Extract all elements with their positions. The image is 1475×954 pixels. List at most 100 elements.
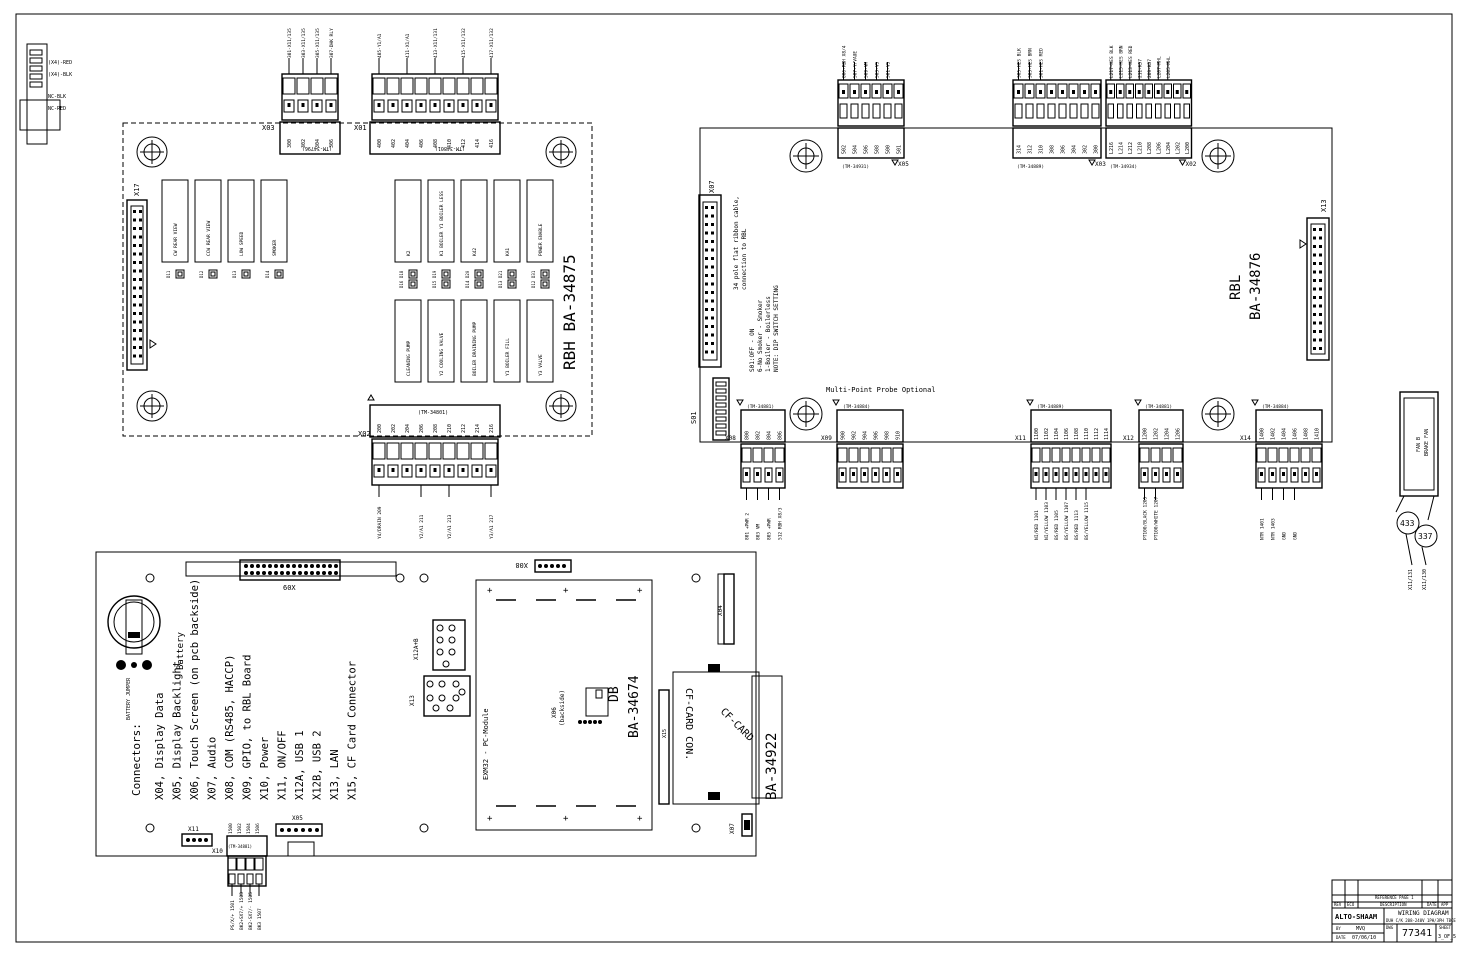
- terminal: [893, 467, 902, 483]
- pin-number: 506: [864, 145, 870, 154]
- pin: [705, 333, 708, 337]
- terminal: [1279, 467, 1288, 483]
- led-label: D12: [531, 280, 536, 288]
- pin: [133, 252, 136, 256]
- tl-wire-1: (X4)-RED: [48, 60, 72, 66]
- terminal-screw: [287, 103, 291, 107]
- pin: [133, 303, 136, 307]
- pin-number: 308: [1050, 145, 1056, 154]
- terminal-screw: [1094, 472, 1098, 476]
- terminal: [1278, 447, 1289, 463]
- led-icon: [243, 271, 249, 277]
- dip-note-4: NOTE: DIP SWITCH SETTING: [773, 285, 780, 372]
- terminal: [456, 442, 470, 460]
- led-label: D11: [166, 270, 171, 278]
- terminal: [1135, 83, 1144, 99]
- terminal: [1051, 447, 1061, 463]
- led-icon: [210, 271, 216, 277]
- connector-list-item: X06, Touch Screen (on pcb backside): [189, 579, 201, 800]
- wire-label: GND: [1282, 532, 1288, 540]
- tb-by-label: BY: [1336, 926, 1341, 931]
- terminal: [227, 857, 237, 871]
- tb-date: 07/06/10: [1352, 935, 1376, 941]
- pin-number: 200: [377, 424, 383, 433]
- led-icon: [476, 281, 482, 287]
- pin: [139, 218, 142, 222]
- dip-position: [715, 409, 727, 415]
- wire-label: 415-X11/132: [461, 28, 467, 58]
- terminal-screw: [897, 90, 900, 94]
- usb-pin: [436, 648, 444, 656]
- lan-pin: [426, 680, 434, 688]
- relay: [460, 299, 488, 383]
- terminal: [1162, 467, 1171, 483]
- relay: [394, 299, 422, 383]
- terminal: [1164, 103, 1171, 119]
- pin-number: L204: [1166, 142, 1172, 154]
- tb-rev: REV: [1334, 902, 1342, 907]
- connectors-title: Connectors:: [130, 723, 143, 796]
- terminal: [1069, 103, 1078, 119]
- relay-label: Y1 BOILER FILL: [505, 338, 511, 376]
- wire-label: L215-HES BRN: [1118, 45, 1124, 78]
- led-icon: [441, 279, 451, 289]
- terminal: [1116, 83, 1125, 99]
- terminal: [1042, 467, 1050, 483]
- led-icon: [509, 281, 515, 287]
- rbl-title: RBL: [1228, 275, 1244, 300]
- terminal: [471, 464, 483, 478]
- terminal: [325, 99, 337, 113]
- pin: [287, 828, 291, 832]
- terminal: [1140, 467, 1149, 483]
- db-x12ab-usb: X12A+B: [413, 619, 466, 671]
- pin: [256, 571, 260, 575]
- pin: [133, 227, 136, 230]
- pin-number: 804: [767, 431, 773, 440]
- pin: [711, 291, 714, 294]
- drawing-frame: [15, 13, 1453, 943]
- pin: [705, 308, 708, 311]
- connector-label: X12: [1123, 435, 1134, 442]
- tb-dwg: 77341: [1402, 928, 1432, 939]
- pin: [29, 73, 43, 80]
- db-x13-lan: X13: [409, 675, 471, 717]
- relay-label: KA1: [505, 248, 511, 256]
- terminal: [1036, 103, 1045, 119]
- terminal-screw: [489, 468, 493, 472]
- relay: [194, 179, 222, 263]
- pin: [1313, 338, 1316, 342]
- terminal-plug: [1012, 79, 1102, 127]
- wire-label: Y4/DRAIN 209: [377, 506, 383, 539]
- wire-label: 209-K57: [1147, 59, 1153, 78]
- terminal-screw: [1061, 90, 1064, 94]
- dip-note-2: 6-No Smoker - Smoker: [757, 299, 764, 372]
- pin-number: 1502: [237, 823, 243, 834]
- pin: [139, 227, 142, 230]
- rbl-board: RBL BA-34876 X07 34 pole flat ribbon cab…: [690, 45, 1333, 540]
- terminal-screw: [1118, 90, 1122, 94]
- terminal-screw: [1282, 472, 1285, 476]
- pin: [139, 278, 142, 281]
- wire-label: GND: [1293, 532, 1299, 540]
- pin: [1313, 321, 1316, 325]
- db-x07-connector: [741, 813, 753, 837]
- fan-wire-1: X11/131: [1408, 569, 1414, 590]
- pin-number: L202: [1175, 142, 1181, 154]
- led-label: D14: [465, 280, 470, 288]
- terminal: [414, 77, 428, 95]
- connector-list-item: X11, ON/OFF: [277, 730, 289, 800]
- pin: [334, 564, 338, 568]
- led-icon: [507, 279, 517, 289]
- lan-pin: [438, 680, 446, 688]
- wire-label: BS/RED 1113: [1074, 510, 1080, 540]
- connector-list-item: X07, Audio: [207, 737, 219, 800]
- terminal-screw: [1083, 90, 1086, 94]
- lan-pin: [432, 704, 440, 712]
- terminal: [894, 103, 903, 119]
- wire-label: L205-MHL: [1166, 56, 1172, 78]
- pin1-marker: [832, 399, 840, 406]
- led-icon: [177, 271, 183, 277]
- terminal-screw: [1109, 90, 1113, 94]
- terminal: [1126, 103, 1133, 119]
